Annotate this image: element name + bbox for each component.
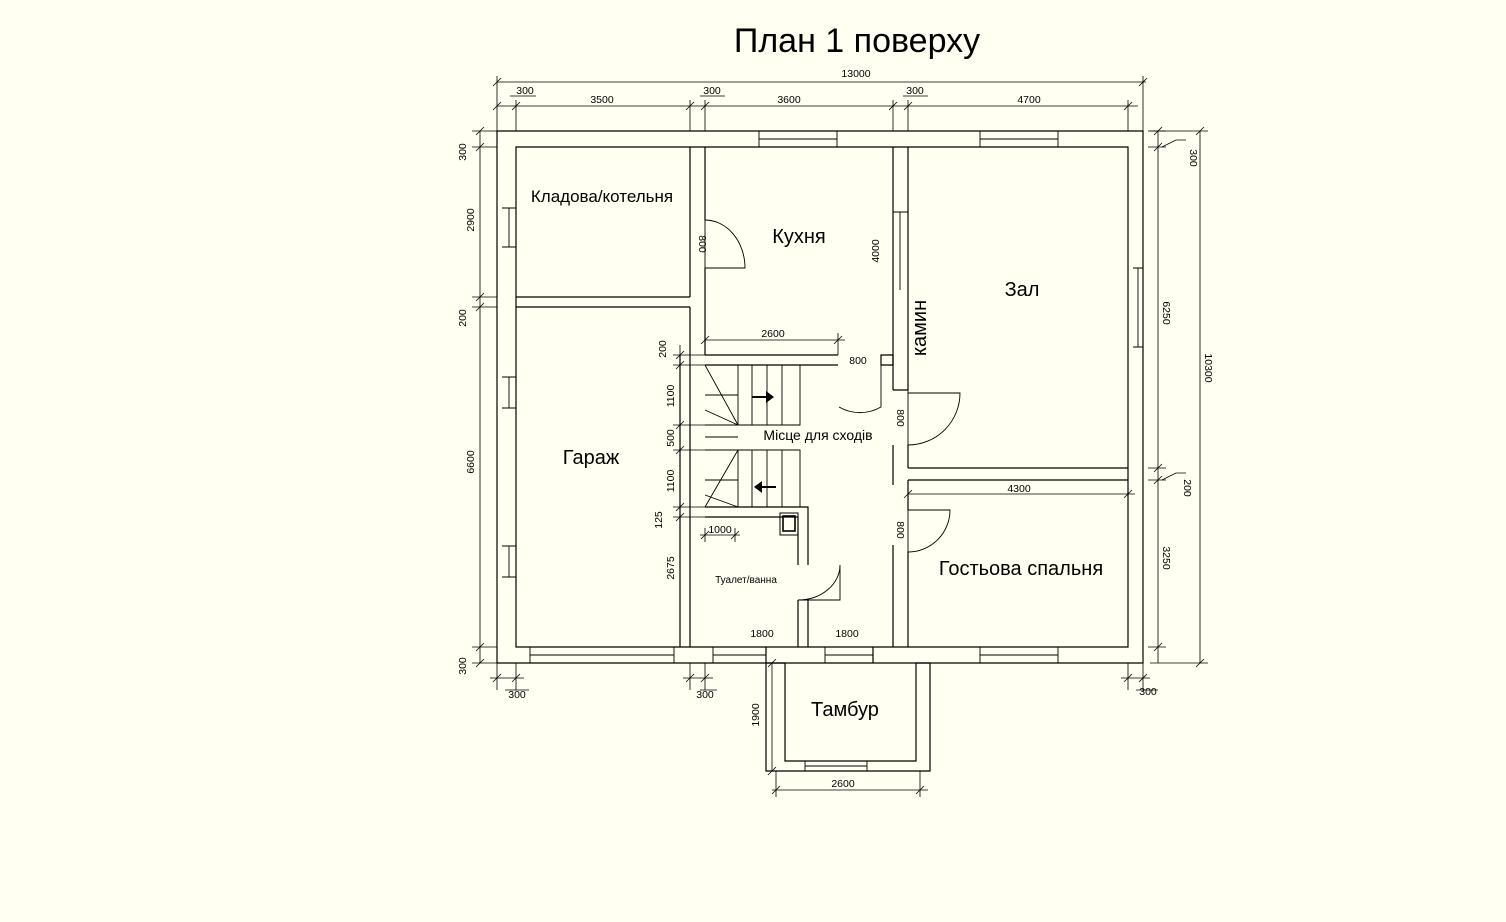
dim-overall-height: 10300 [1202, 353, 1214, 382]
dim-entry-left: 1800 [750, 628, 774, 640]
dim-stair-bottom-width: 1000 [708, 524, 732, 536]
dim-flight-2: 1100 [665, 470, 677, 493]
dim-bedroom-width: 4300 [1007, 483, 1031, 495]
dim-top-wall-1: 300 [516, 85, 534, 97]
dim-stair-partition: 200 [657, 340, 669, 358]
dim-top-span-3: 4700 [1017, 94, 1041, 106]
room-label-guest-bedroom: Гостьова спальня [939, 558, 1103, 580]
dimension-lines [472, 76, 1208, 797]
room-label-stairs-area: Місце для сходів [763, 427, 872, 443]
room-label-storage: Кладова/котельня [531, 187, 673, 206]
dim-door-hall: 800 [894, 409, 906, 427]
dim-left-garage: 6600 [465, 450, 477, 474]
dim-flight-1: 1100 [665, 385, 677, 408]
dim-top-wall-2: 300 [703, 85, 721, 97]
dim-vestibule-width: 2600 [831, 778, 855, 790]
room-label-bathroom: Туалет/ванна [715, 575, 777, 586]
dim-right-partition: 200 [1181, 479, 1193, 497]
dim-bottom-wall-left: 300 [508, 689, 526, 701]
dim-overall-width: 13000 [841, 68, 870, 80]
dim-left-top-wall: 300 [457, 143, 469, 161]
dim-door-bedroom: 800 [894, 521, 906, 539]
dim-right-top-wall: 300 [1187, 149, 1199, 167]
dim-bottom-wall-mid: 300 [696, 689, 714, 701]
dim-top-wall-3: 300 [906, 85, 924, 97]
dim-stair-top-width: 2600 [761, 328, 785, 340]
staircase [704, 364, 801, 536]
dim-stair-bottom-wall: 125 [653, 511, 665, 529]
dimension-labels: 13000 300 3500 300 3600 300 4700 300 290… [457, 68, 1214, 790]
dim-vestibule-height: 1900 [750, 703, 762, 727]
dim-left-partition: 200 [457, 309, 469, 327]
dim-top-span-1: 3500 [590, 94, 614, 106]
dim-left-bottom-wall: 300 [457, 657, 469, 675]
dim-landing: 500 [665, 429, 677, 447]
dim-door-storage: 800 [696, 235, 708, 253]
plan-title: План 1 поверху [734, 22, 980, 60]
doors [704, 219, 961, 601]
dim-right-hall: 6250 [1160, 301, 1172, 325]
room-label-hall: Зал [1005, 279, 1040, 301]
dim-bottom-wall-right: 300 [1139, 686, 1157, 698]
dim-top-span-2: 3600 [777, 94, 801, 106]
room-label-garage: Гараж [563, 447, 620, 469]
room-label-kitchen: Кухня [772, 226, 826, 248]
dim-kitchen-wall: 4000 [870, 239, 882, 263]
dim-left-storage: 2900 [465, 208, 477, 232]
dim-bathroom-height: 2675 [665, 556, 677, 580]
room-label-vestibule: Тамбур [811, 699, 879, 721]
room-label-fireplace: камин [909, 300, 931, 356]
dim-entry-right: 1800 [835, 628, 859, 640]
dim-right-bedroom: 3250 [1160, 546, 1172, 570]
windows [502, 131, 1144, 772]
dim-stair-door: 800 [849, 355, 867, 367]
